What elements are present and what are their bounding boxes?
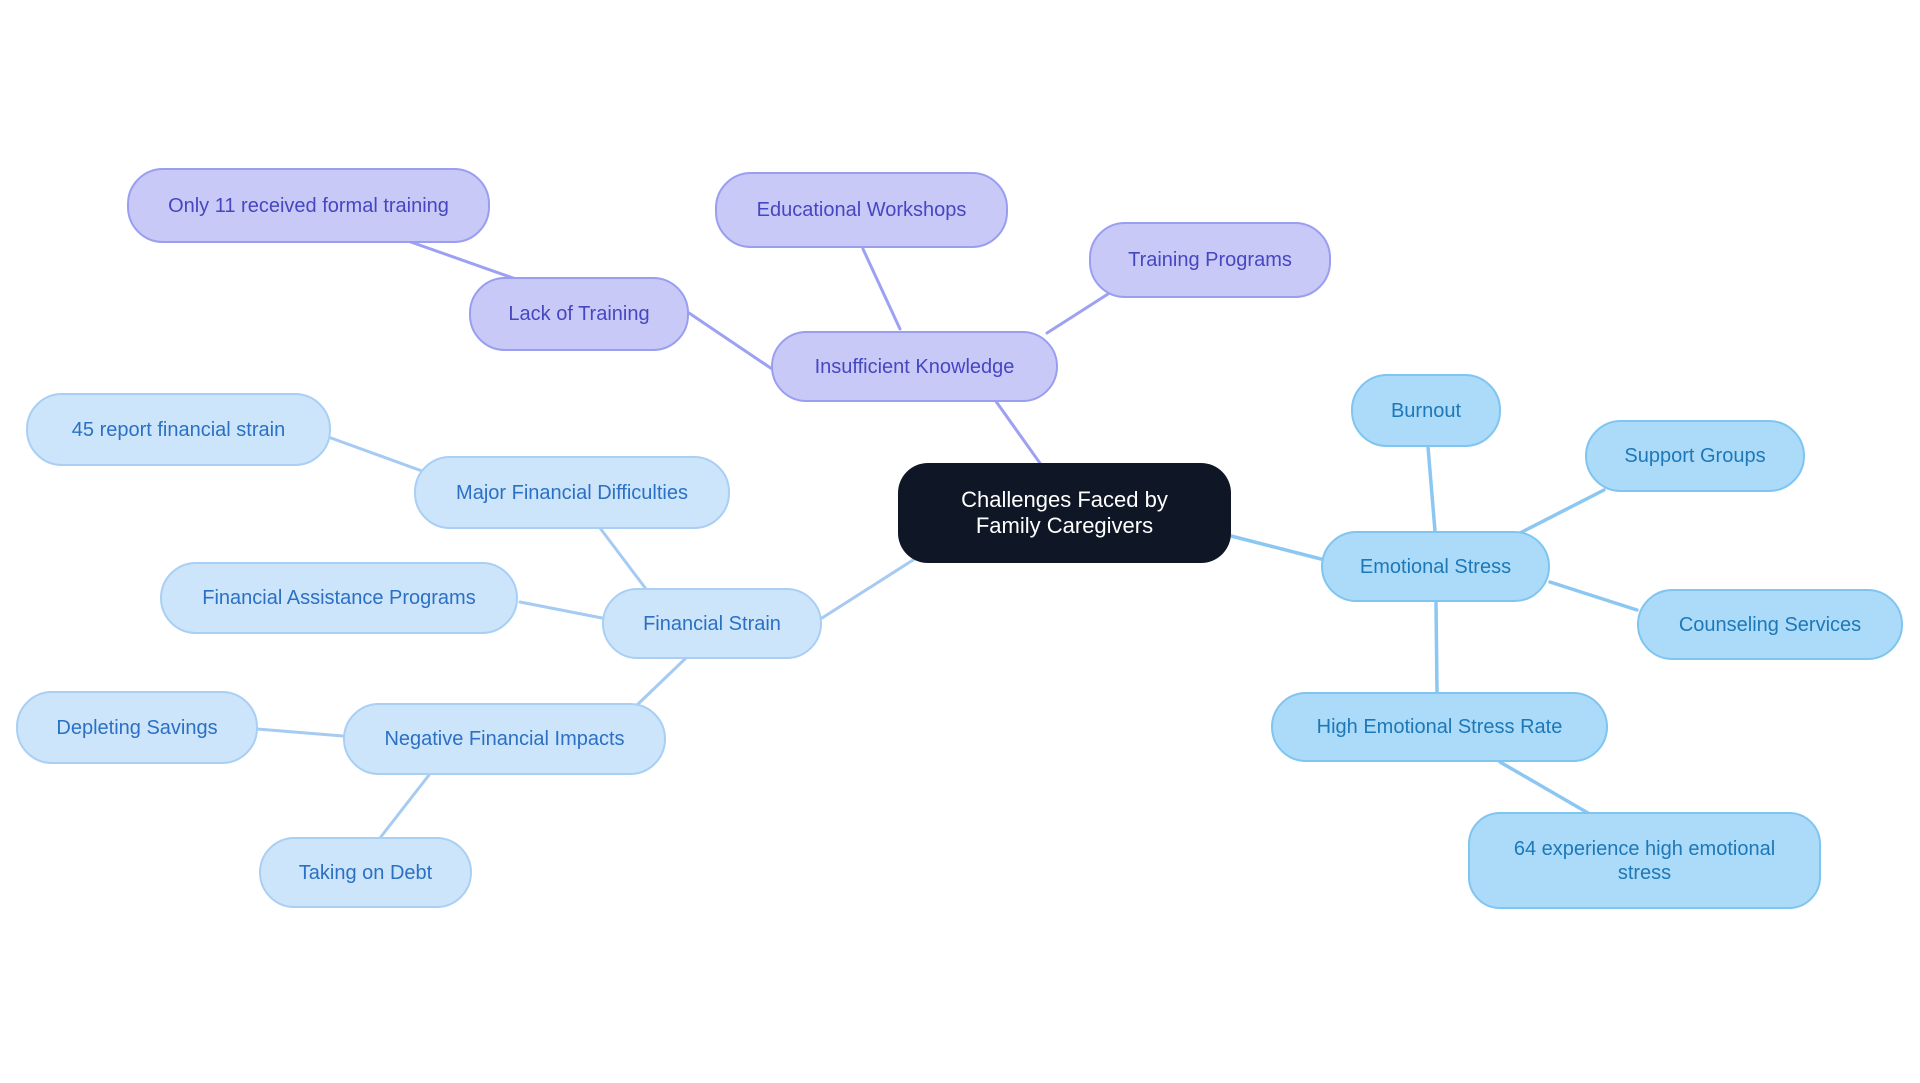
node-only-11-received-formal-training[interactable]: Only 11 received formal training xyxy=(127,168,490,243)
edge-emotional-stress-burnout xyxy=(1426,445,1437,533)
node-training-programs[interactable]: Training Programs xyxy=(1089,222,1331,298)
edge-insufficient-knowledge-lack-of-training xyxy=(687,311,777,373)
edge-financial-strain-negative-financial-impacts xyxy=(635,656,688,707)
edge-emotional-stress-support-groups xyxy=(1516,488,1606,536)
edge-emotional-stress-counseling-services xyxy=(1548,580,1639,612)
node-financial-strain[interactable]: Financial Strain xyxy=(602,588,822,659)
edge-negative-financial-impacts-depleting-savings xyxy=(255,727,345,738)
node-lack-of-training[interactable]: Lack of Training xyxy=(469,277,689,351)
node-64-experience-high-emotional-stress[interactable]: 64 experience high emotional stress xyxy=(1468,812,1821,909)
node-insufficient-knowledge[interactable]: Insufficient Knowledge xyxy=(771,331,1058,402)
edge-root-emotional-stress xyxy=(1229,534,1323,561)
edge-root-financial-strain xyxy=(820,551,926,620)
node-45-report-financial-strain[interactable]: 45 report financial strain xyxy=(26,393,331,466)
node-high-emotional-stress-rate[interactable]: High Emotional Stress Rate xyxy=(1271,692,1608,762)
edge-negative-financial-impacts-taking-on-debt xyxy=(378,773,431,840)
node-root-challenges-faced-by-family-caregivers[interactable]: Challenges Faced by Family Caregivers xyxy=(898,463,1231,563)
edge-root-insufficient-knowledge xyxy=(993,398,1044,468)
node-support-groups[interactable]: Support Groups xyxy=(1585,420,1805,492)
node-negative-financial-impacts[interactable]: Negative Financial Impacts xyxy=(343,703,666,775)
edge-insufficient-knowledge-educational-workshops xyxy=(861,247,902,331)
edge-financial-strain-financial-assistance-programs xyxy=(518,600,604,620)
node-depleting-savings[interactable]: Depleting Savings xyxy=(16,691,258,764)
node-educational-workshops[interactable]: Educational Workshops xyxy=(715,172,1008,248)
node-taking-on-debt[interactable]: Taking on Debt xyxy=(259,837,472,908)
edge-emotional-stress-high-emotional-stress-rate xyxy=(1434,600,1439,694)
node-burnout[interactable]: Burnout xyxy=(1351,374,1501,447)
node-major-financial-difficulties[interactable]: Major Financial Difficulties xyxy=(414,456,730,529)
edge-financial-strain-major-financial-difficulties xyxy=(598,526,651,595)
node-emotional-stress[interactable]: Emotional Stress xyxy=(1321,531,1550,602)
node-counseling-services[interactable]: Counseling Services xyxy=(1637,589,1903,660)
edge-high-emotional-stress-rate-64-experience xyxy=(1498,760,1590,815)
node-financial-assistance-programs[interactable]: Financial Assistance Programs xyxy=(160,562,518,634)
edge-insufficient-knowledge-training-programs xyxy=(1045,292,1110,335)
edge-major-financial-difficulties-45-report xyxy=(329,436,424,473)
